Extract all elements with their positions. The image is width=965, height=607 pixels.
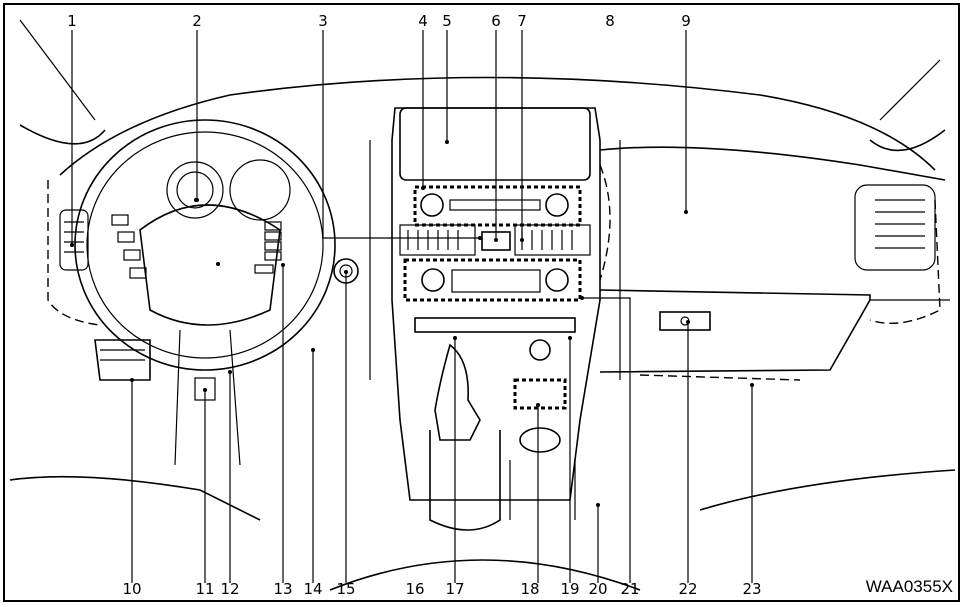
callout-12: 12 [220, 580, 240, 598]
callout-20: 20 [588, 580, 608, 598]
callout-4: 4 [418, 12, 428, 30]
callout-16: 16 [405, 580, 425, 598]
callout-9: 9 [681, 12, 691, 30]
callout-18: 18 [520, 580, 540, 598]
callout-10: 10 [122, 580, 142, 598]
power-outlet [529, 339, 551, 361]
callout-1: 1 [67, 12, 77, 30]
callout-13: 13 [273, 580, 293, 598]
audio-controls [413, 185, 582, 227]
storage-tray [414, 317, 576, 333]
callout-22: 22 [678, 580, 698, 598]
steering-wheel [74, 119, 336, 371]
cup-holder [519, 427, 561, 453]
callout-3: 3 [318, 12, 328, 30]
glove-box-opener [659, 311, 711, 331]
callout-6: 6 [491, 12, 501, 30]
figure-frame [3, 3, 960, 602]
climate-controls [403, 258, 582, 302]
callout-17: 17 [445, 580, 465, 598]
switch-cluster [513, 378, 567, 410]
dashboard-top-outline [59, 76, 936, 176]
left-side-vent [59, 209, 89, 271]
steering-wheel-hub [139, 204, 281, 326]
callout-2: 2 [192, 12, 202, 30]
callout-15: 15 [336, 580, 356, 598]
callout-19: 19 [560, 580, 580, 598]
right-side-vent [854, 184, 936, 271]
left-switch-panel [94, 339, 151, 381]
callout-5: 5 [442, 12, 452, 30]
shift-lever [434, 343, 481, 441]
callout-11: 11 [195, 580, 215, 598]
callout-7: 7 [517, 12, 527, 30]
callout-23: 23 [742, 580, 762, 598]
display-screen [399, 107, 591, 181]
figure-code: WAA0355X [865, 577, 953, 596]
console-left [429, 430, 501, 531]
callout-14: 14 [303, 580, 323, 598]
callout-8: 8 [605, 12, 615, 30]
callout-21: 21 [620, 580, 640, 598]
